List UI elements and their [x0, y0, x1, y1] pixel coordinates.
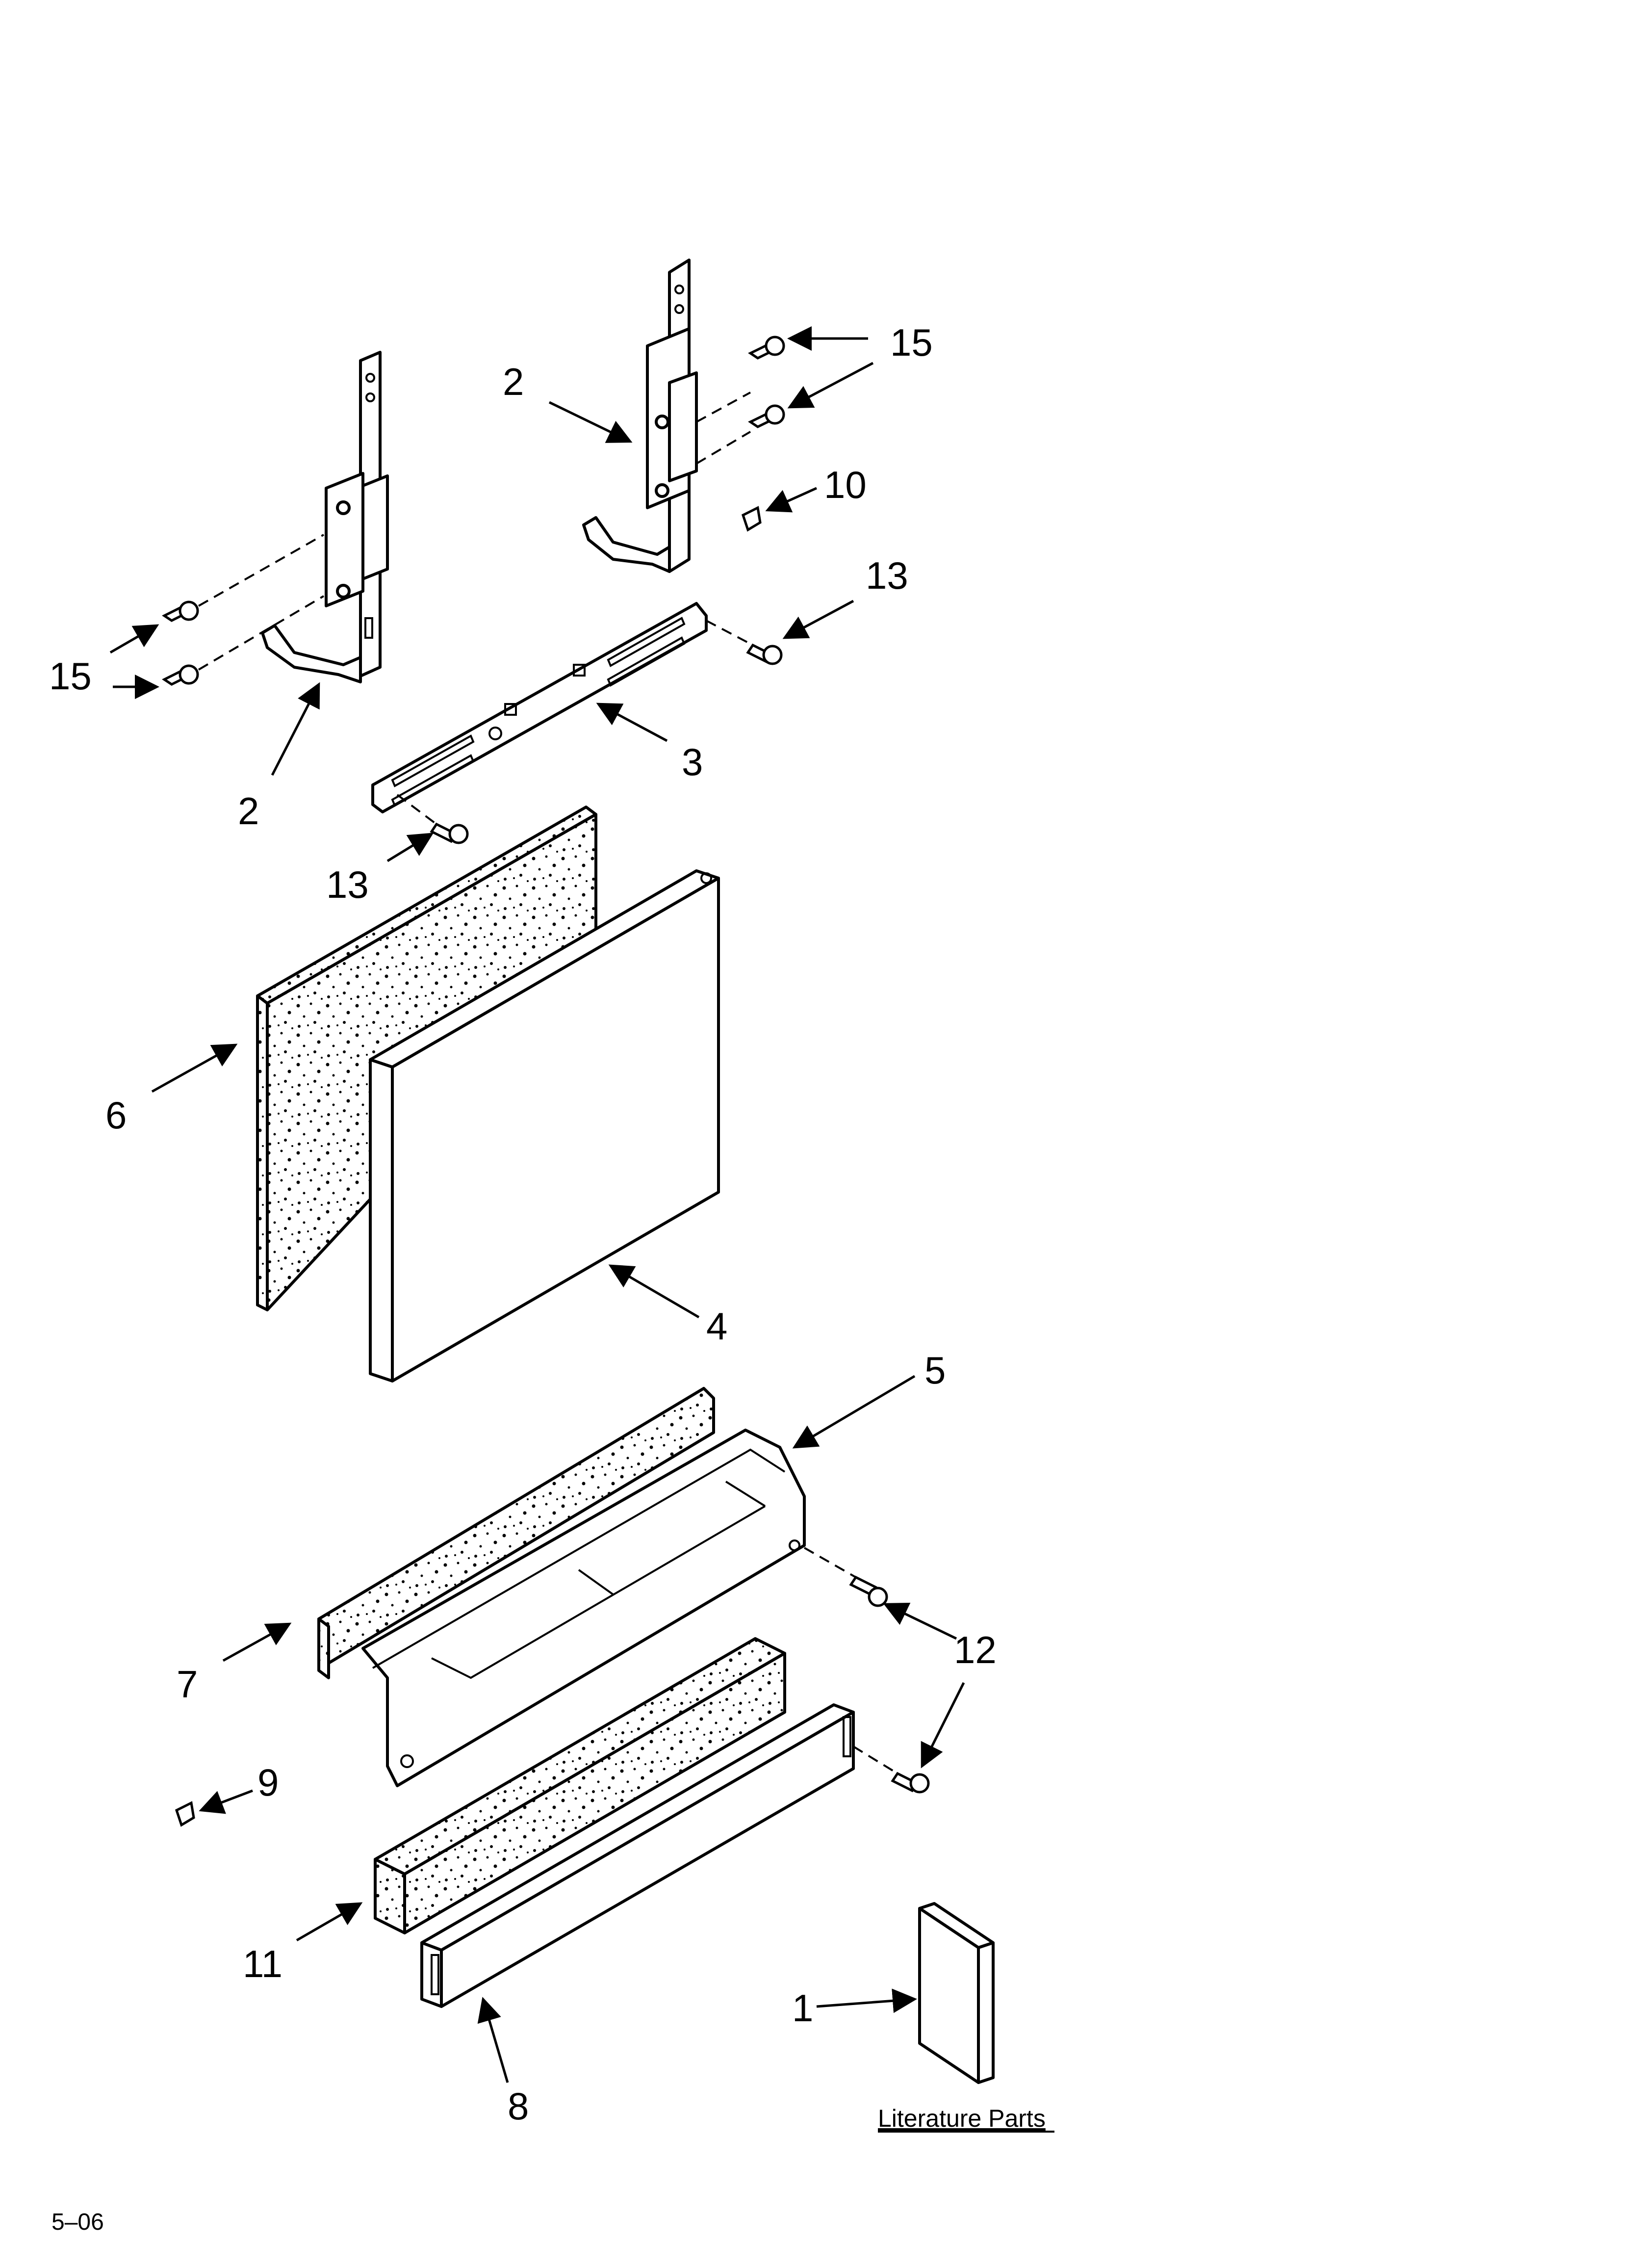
callout-5: 5: [924, 1349, 946, 1392]
outer-door-panel: [369, 869, 720, 1382]
callout-1: 1: [792, 1986, 813, 2030]
callout-2-right: 2: [503, 360, 524, 403]
callout-7: 7: [177, 1663, 198, 1706]
callout-9: 9: [257, 1761, 279, 1804]
screw-15-lower-right: [747, 404, 785, 428]
clip-part-9: [175, 1801, 195, 1827]
literature-parts-label: Literature Parts: [878, 2105, 1046, 2132]
callout-labels: 15 2 2 15 10 13 3 13 6 4 5 7 12 9 11 1 8: [49, 321, 997, 2128]
callout-3: 3: [682, 740, 703, 783]
screw-13-right: [746, 643, 783, 665]
toe-insulation-upper: [317, 1387, 715, 1679]
left-hinge-bracket: [261, 351, 389, 683]
toe-insulation-lower: [374, 1637, 786, 1934]
callout-6: 6: [105, 1094, 127, 1137]
leader-lines: [109, 326, 965, 2083]
callout-10: 10: [824, 463, 867, 506]
callout-13-left: 13: [326, 863, 369, 906]
callout-11: 11: [243, 1942, 282, 1985]
screw-15-upper-left: [162, 600, 199, 622]
screw-15-upper-right: [747, 336, 785, 360]
screw-13-left: [430, 822, 469, 844]
literature-booklet: [918, 1902, 995, 2084]
right-hinge-bracket: [582, 259, 698, 573]
footer-revision-code: 5–06: [51, 2209, 104, 2235]
screw-12-upper: [849, 1575, 888, 1607]
mounting-rail: [371, 602, 708, 813]
screw-15-lower-left: [162, 664, 199, 686]
callout-15-left: 15: [49, 654, 92, 698]
screw-12-lower: [891, 1772, 930, 1794]
clip-part-10: [741, 506, 762, 532]
callout-13-right: 13: [866, 554, 908, 597]
callout-2-left: 2: [238, 789, 259, 833]
callout-4: 4: [706, 1304, 727, 1348]
callout-15-right: 15: [890, 321, 933, 364]
toe-kick-panel: [420, 1703, 855, 2008]
callout-8: 8: [508, 2085, 529, 2128]
fastener-paths: [198, 391, 898, 1774]
callout-12: 12: [954, 1628, 997, 1671]
toe-panel-bracket: [361, 1429, 806, 1787]
